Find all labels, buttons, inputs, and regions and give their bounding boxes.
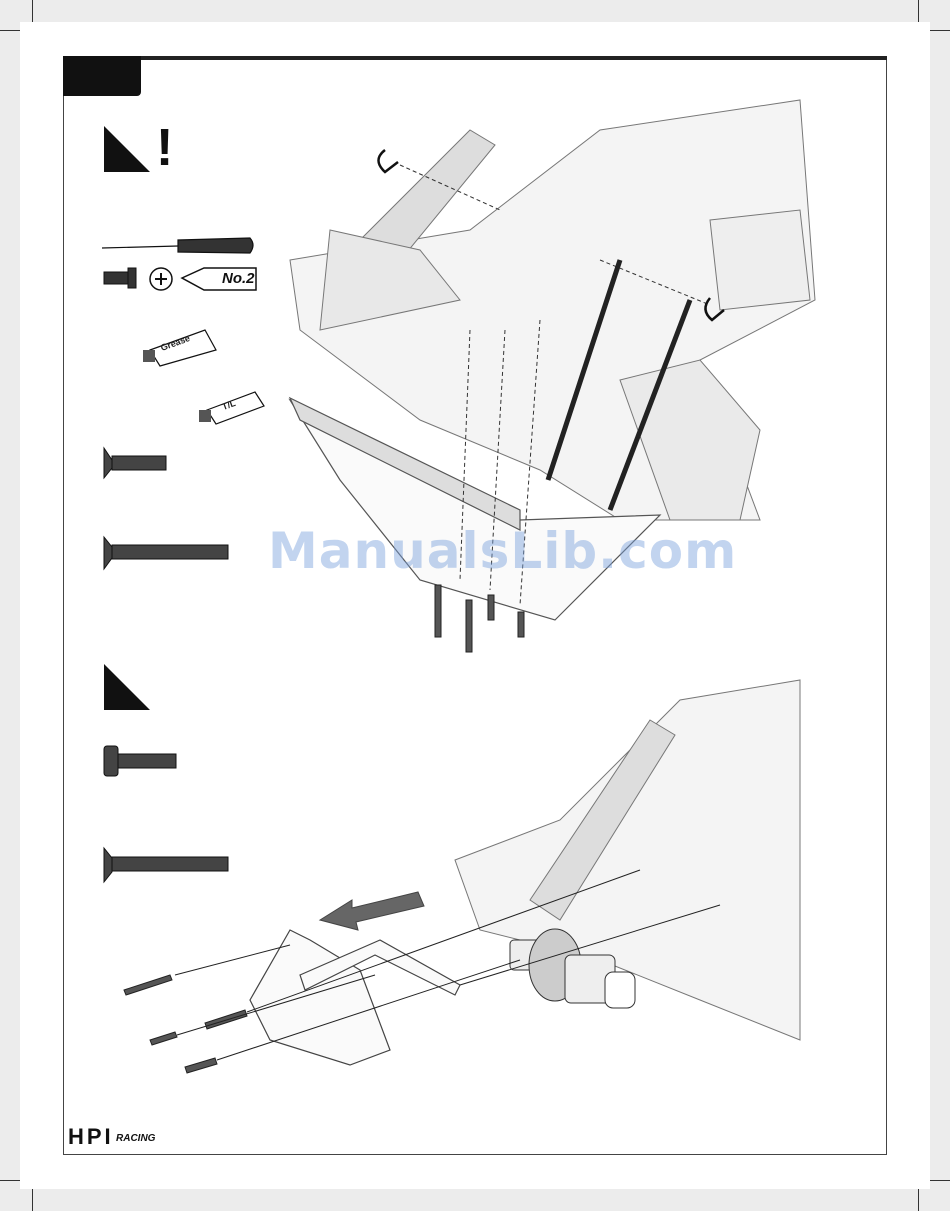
pan-screw-icon	[104, 268, 136, 288]
direction-arrow-icon	[320, 892, 424, 930]
screwdriver-icon	[102, 238, 253, 253]
brand-logo-sub: RACING	[116, 1133, 155, 1144]
countersunk-screw-long-icon	[104, 537, 228, 569]
front-bulkhead-drawing	[250, 930, 460, 1065]
countersunk-screw-short-icon	[104, 448, 166, 478]
brand-logo: HPI	[68, 1124, 114, 1150]
e-clip-icon	[379, 150, 399, 172]
step2-screws	[124, 975, 247, 1073]
watermark: ManualsLib.com	[268, 522, 737, 580]
driver-size-label: No.2	[222, 270, 255, 287]
button-screw-icon	[104, 746, 176, 776]
countersunk-screw-long-2-icon	[104, 848, 228, 882]
